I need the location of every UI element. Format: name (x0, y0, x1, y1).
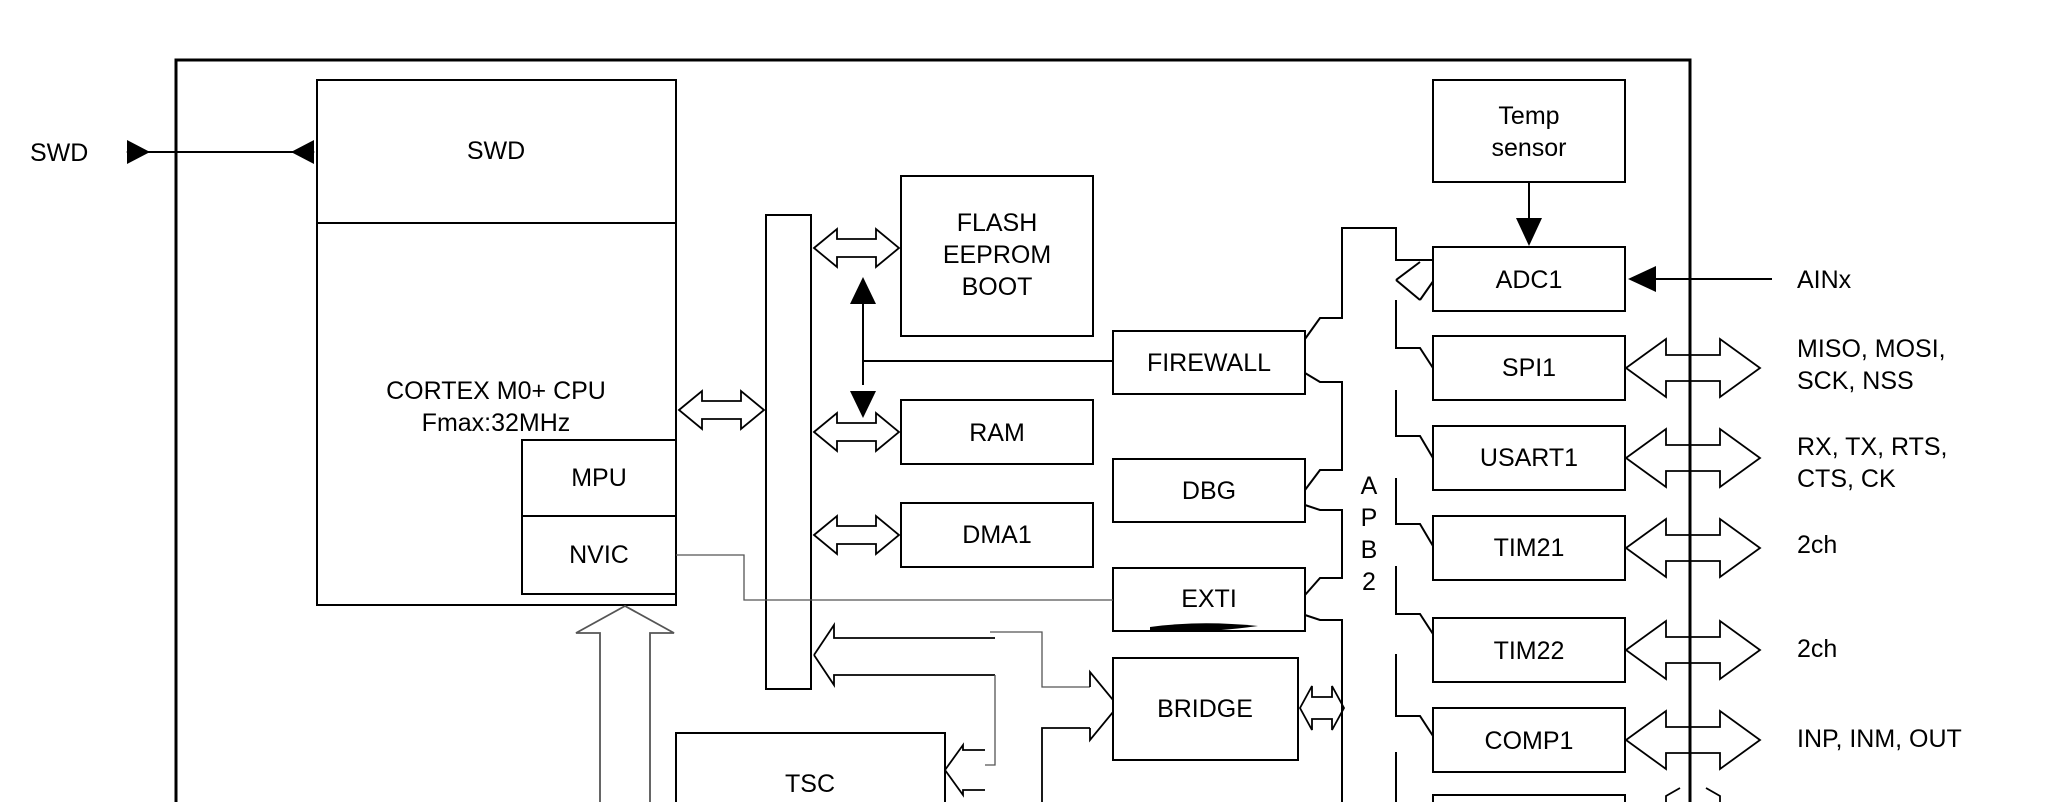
ahb-bus-bar (765, 214, 812, 690)
bus-ram-arrow (812, 411, 901, 453)
ainx-label: AINx (1797, 266, 1852, 294)
exti-block (1112, 567, 1306, 632)
tim22-block (1432, 617, 1626, 683)
firewall-flash-arrowhead (850, 277, 876, 304)
temp-label-line2: sensor (1491, 134, 1566, 162)
mpu-label: MPU (571, 464, 627, 492)
flash-block (900, 175, 1094, 337)
flash-label-line3: BOOT (962, 273, 1033, 301)
usart-ext-arrow (1624, 427, 1762, 489)
dma-block (900, 502, 1094, 568)
dma-label: DMA1 (962, 521, 1031, 549)
cpu-label-line2: Fmax:32MHz (422, 409, 571, 437)
ainx-arrowhead (1628, 266, 1656, 292)
bridge-block (1112, 657, 1299, 761)
apb2-line-exti (1304, 614, 1343, 802)
bus-bridge-arrow-upper (813, 622, 995, 656)
tsc-arrowhead (943, 742, 985, 798)
tsc-block (675, 732, 946, 802)
tsc-label: TSC (785, 770, 835, 798)
dbg-block (1112, 458, 1306, 523)
apb2-letter-p: P (1361, 504, 1378, 532)
cpu-bottom-hollow-arrow (575, 604, 675, 802)
exti-label: EXTI (1181, 585, 1237, 613)
nvic-label: NVIC (569, 541, 629, 569)
swd-block (316, 79, 677, 224)
ram-label: RAM (969, 419, 1025, 447)
apb2-taps (1395, 261, 1434, 802)
apb2-line-upper (1304, 227, 1435, 340)
ram-block (900, 399, 1094, 465)
tim21-ext-arrow (1624, 517, 1762, 579)
tim22-label: TIM22 (1494, 637, 1565, 665)
swd-external-label: SWD (30, 139, 88, 167)
tim21-pins: 2ch (1797, 531, 1837, 559)
nvic-exti-link (676, 554, 1113, 601)
next-ext-arrow (1665, 787, 1721, 802)
apb2-letter-a: A (1361, 472, 1378, 500)
cpu-label-line1: CORTEX M0+ CPU (386, 377, 606, 405)
apb2-line-dbg (1304, 504, 1343, 596)
firewall-ram-arrowhead (850, 391, 876, 418)
cpu-bus-arrow (677, 389, 766, 431)
adc-label: ADC1 (1496, 266, 1563, 294)
bus-bridge-arrow-lower (813, 654, 995, 688)
bridge-apb-arrow (1298, 685, 1346, 731)
spi-ext-arrow (1624, 337, 1762, 399)
next-peripheral-block (1432, 794, 1626, 802)
adc-block (1432, 246, 1626, 312)
tim21-label: TIM21 (1494, 534, 1565, 562)
usart-pins-line2: CTS, CK (1797, 465, 1896, 493)
exti-scribble (1150, 623, 1258, 632)
flash-label-line2: EEPROM (943, 241, 1051, 269)
mpu-block (521, 439, 677, 517)
temp-sensor-block (1432, 79, 1626, 183)
comp-block (1432, 707, 1626, 773)
bus-flash-arrow (812, 227, 901, 269)
usart-block (1432, 425, 1626, 491)
apb2-line-firewall (1304, 372, 1343, 491)
usart-pins-line1: RX, TX, RTS, (1797, 433, 1948, 461)
flash-label-line1: FLASH (957, 209, 1038, 237)
spi-pins-line2: SCK, NSS (1797, 367, 1914, 395)
spi-pins-line1: MISO, MOSI, (1797, 335, 1946, 363)
bus-dma-arrow (812, 514, 901, 556)
spi-block (1432, 335, 1626, 401)
dbg-label: DBG (1182, 477, 1236, 505)
bridge-input-arrow (1041, 727, 1090, 802)
comp-ext-arrow (1624, 709, 1762, 771)
spi-label: SPI1 (1502, 354, 1556, 382)
comp-label: COMP1 (1485, 727, 1574, 755)
tim21-block (1432, 515, 1626, 581)
swd-block-label: SWD (467, 137, 525, 165)
bus-bridge-route (990, 631, 1090, 688)
nvic-block (521, 515, 677, 595)
firewall-label: FIREWALL (1147, 349, 1271, 377)
tim22-pins: 2ch (1797, 635, 1837, 663)
apb2-letter-2: 2 (1362, 568, 1376, 596)
temp-adc-arrowhead (1516, 218, 1542, 246)
tim22-ext-arrow (1624, 619, 1762, 681)
firewall-block (1112, 330, 1306, 395)
usart-label: USART1 (1480, 444, 1578, 472)
bridge-label: BRIDGE (1157, 695, 1253, 723)
comp-pins: INP, INM, OUT (1797, 725, 1962, 753)
temp-label-line1: Temp (1498, 102, 1559, 130)
apb2-letter-b: B (1361, 536, 1378, 564)
